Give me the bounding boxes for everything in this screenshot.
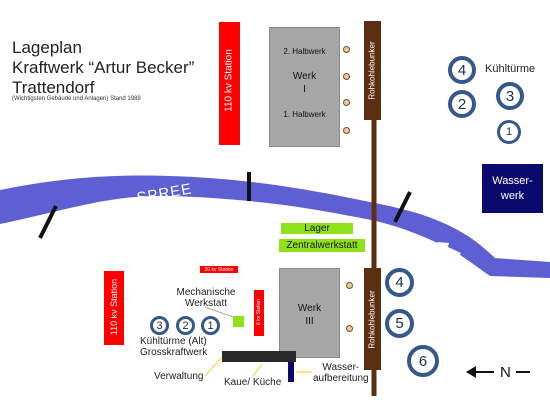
substation-6kv: 6 kv Station	[254, 290, 264, 336]
water-treatment-building	[288, 362, 294, 382]
werk-1-chimney-4	[343, 127, 350, 134]
mechanical-workshop-label-line1: Mechanische	[176, 287, 236, 298]
waterworks-label-line1: Wasser-	[492, 174, 533, 187]
werk-3-name-line2: III	[305, 316, 314, 327]
coal-bunker-north-label: Rohkohlebunker	[367, 41, 377, 100]
spree-river	[0, 175, 550, 278]
werk-1-chimney-2	[343, 73, 350, 80]
leader-verwaltung	[204, 356, 223, 377]
title-line-1: Lageplan	[12, 38, 82, 57]
map-title: Lageplan Kraftwerk “Artur Becker” Tratte…	[12, 38, 194, 98]
substation-30kv: 30 kv Station	[200, 266, 238, 273]
coal-bunker-south-label: Rohkohlebunker	[367, 290, 377, 349]
werk-1-halbwerk-1-label: 1. Halbwerk	[283, 110, 326, 119]
cooling-tower-east-2: 2	[448, 90, 476, 118]
mechanical-workshop-building	[233, 316, 244, 327]
cooling-tower-old-2: 2	[176, 316, 195, 335]
werk-3-name-line1: Werk	[297, 303, 322, 314]
werk-1-chimney-3	[343, 99, 350, 106]
map-subtitle: (Wichtigsten Gebäude und Anlagen) Stand …	[12, 96, 141, 102]
cooling-tower-south-4: 4	[385, 268, 414, 297]
north-arrow-label: N	[500, 364, 511, 381]
old-cooling-towers-label-line1: Kühltürme (Alt)	[140, 336, 207, 347]
administration-building	[222, 351, 296, 362]
leader-mech-werkstatt	[204, 306, 237, 319]
cooling-tower-east-4: 4	[448, 56, 476, 84]
werk-1-building: 2. Halbwerk Werk I 1. Halbwerk	[269, 27, 340, 147]
canteen-label: Kaue/ Küche	[224, 377, 282, 388]
title-line-2: Kraftwerk “Artur Becker”	[12, 58, 195, 77]
cooling-tower-old-1: 1	[201, 316, 220, 335]
coal-bunker-north: Rohkohlebunker	[364, 21, 381, 120]
werk-1-name-line1: Werk	[292, 71, 317, 82]
water-treatment-label: Wasser- aufbereitung	[313, 362, 369, 384]
old-cooling-towers-label: Kühltürme (Alt) Grosskraftwerk	[140, 336, 207, 358]
werk-1-chimney-1	[343, 46, 350, 53]
cooling-towers-label: Kühltürme	[485, 63, 536, 75]
substation-110kv-north: 110 kv Station	[219, 22, 240, 145]
werk-3-chimney-2	[346, 325, 353, 332]
waterworks-building: Wasser- werk	[482, 164, 543, 213]
cooling-tower-old-3: 3	[150, 316, 169, 335]
cooling-tower-east-1: 1	[497, 120, 521, 144]
substation-110kv-south-label: 110 kv Station	[109, 278, 119, 336]
substation-110kv-north-label: 110 kv Station	[223, 49, 235, 112]
north-arrow-icon	[466, 366, 530, 378]
cooling-tower-south-5: 5	[385, 309, 414, 338]
water-treatment-label-line2: aufbereitung	[313, 373, 369, 384]
mechanical-workshop-label-line2: Werkstatt	[184, 298, 228, 309]
waterworks-label-line2: werk	[500, 189, 525, 202]
mechanical-workshop-label: Mechanische Werkstatt	[173, 287, 239, 309]
cooling-tower-east-3: 3	[496, 82, 524, 110]
central-workshop-building: Zentralwerkstatt	[279, 239, 365, 252]
werk-1-name-line2: I	[303, 84, 306, 95]
title-line-3: Trattendorf	[12, 78, 95, 97]
leader-kaue	[252, 363, 263, 377]
flow-arrow	[437, 242, 461, 256]
werk-3-building: Werk III	[279, 268, 340, 358]
bridge-west	[38, 205, 58, 239]
substation-110kv-south: 110 kv Station	[104, 271, 124, 345]
warehouse-building: Lager	[281, 223, 353, 234]
werk-1-halbwerk-2-label: 2. Halbwerk	[283, 47, 326, 56]
bridge-east	[393, 191, 412, 223]
old-cooling-towers-label-line2: Grosskraftwerk	[140, 347, 208, 358]
cooling-tower-south-6: 6	[407, 345, 439, 377]
water-treatment-label-line1: Wasser-	[322, 362, 360, 373]
substation-6kv-label: 6 kv Station	[256, 298, 262, 326]
administration-label: Verwaltung	[154, 371, 204, 382]
substation-30kv-label: 30 kv Station	[204, 266, 234, 273]
coal-bunker-south: Rohkohlebunker	[364, 268, 381, 370]
werk-3-chimney-1	[346, 282, 353, 289]
